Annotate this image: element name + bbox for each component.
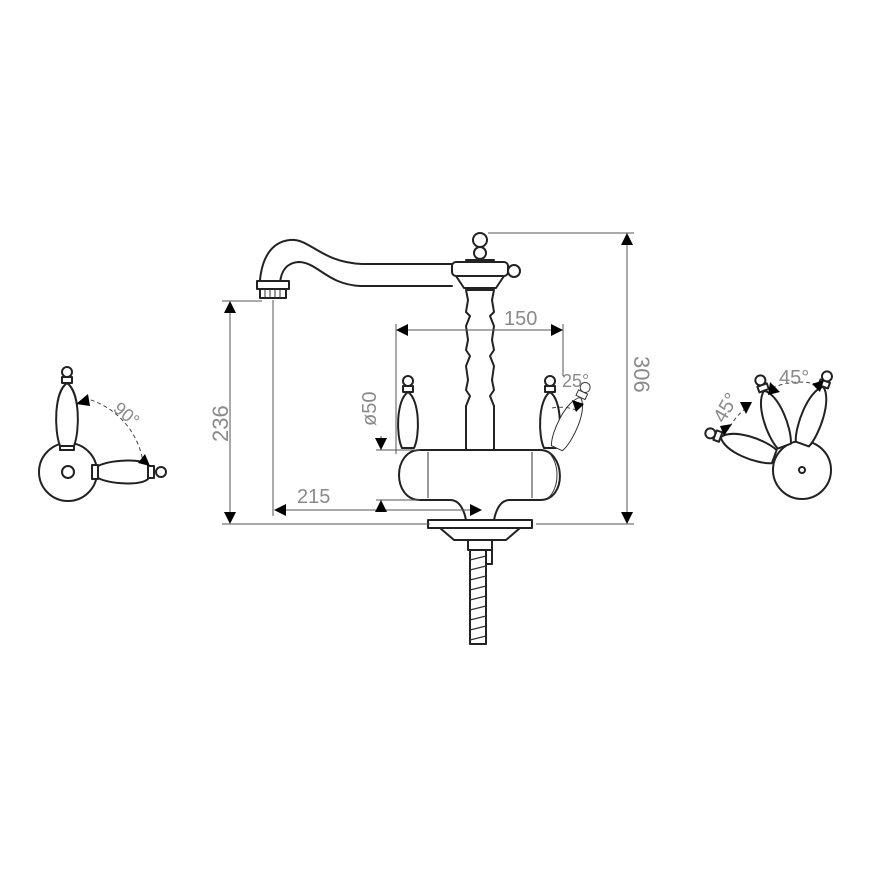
right-knob-center (798, 466, 806, 474)
side-angle-arc (83, 397, 144, 463)
dimension-spout-reach: 215 (272, 300, 482, 516)
dimension-spout-height: 236 (208, 300, 430, 525)
base-diameter-label: ø50 (359, 392, 381, 426)
right-handle-left-tilt (754, 374, 792, 450)
side-knob-circle (38, 442, 98, 502)
side-knob-center (61, 465, 75, 479)
dimension-handle-spacing: 150 (395, 308, 564, 454)
right-handle-tilted (550, 381, 591, 452)
dimension-base-diameter: ø50 (359, 392, 420, 512)
side-arrow-right (138, 454, 150, 466)
faucet-front-view: 25° 306 236 215 (208, 232, 654, 645)
dimension-total-height: 306 (488, 232, 654, 525)
side-handle-vertical (55, 366, 79, 451)
right-arrow-top-left (768, 382, 780, 395)
right-arrow-left-bottom (720, 424, 732, 436)
right-knob-circle (772, 440, 832, 500)
right-arrow-left-top (740, 402, 752, 414)
side-angle-label: 90° (110, 398, 144, 431)
spout-reach-label: 215 (297, 486, 330, 508)
tilt-arrow (572, 400, 584, 412)
tilt-angle-label: 25° (562, 371, 589, 391)
right-handle: 25° (539, 371, 591, 452)
left-handle (397, 375, 419, 449)
spout (256, 238, 453, 299)
right-angle-label-top: 45° (779, 367, 809, 389)
right-angle-label-left: 45° (709, 389, 743, 426)
total-height-label: 306 (629, 356, 654, 393)
supply-hose (469, 549, 493, 645)
tilt-angle-arc (551, 406, 577, 411)
left-side-view: 90° (38, 366, 167, 502)
right-handle-horizontal (704, 427, 778, 465)
base-plate (427, 519, 533, 551)
right-side-view: 45° 45° (704, 367, 833, 500)
center-column (465, 289, 495, 451)
side-handle-horizontal (91, 459, 167, 485)
handle-spacing-label: 150 (504, 308, 537, 330)
side-arrow-up (76, 394, 90, 406)
spout-height-label: 236 (208, 405, 233, 442)
top-finial (451, 232, 521, 289)
right-arrow-top-right (812, 380, 824, 392)
